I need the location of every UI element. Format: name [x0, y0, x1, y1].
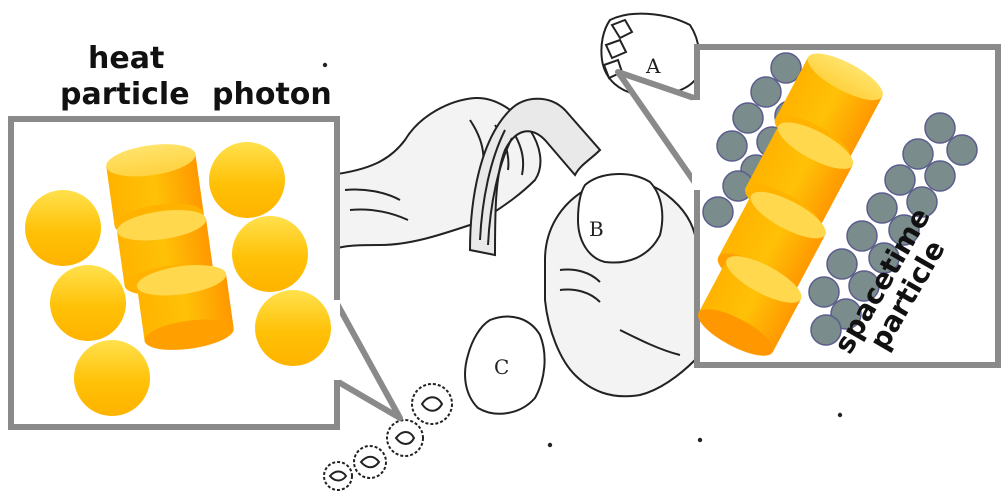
engraving-sketch — [322, 12, 843, 491]
left-callout — [8, 116, 403, 430]
stone-b-letter: B — [589, 217, 604, 241]
heat-particle-label-line2: particle — [60, 77, 190, 112]
heat-ball-1 — [25, 190, 101, 266]
spacetime-cylinders — [698, 53, 883, 356]
right-callout — [615, 44, 1001, 368]
seed-trail-sketch — [323, 383, 453, 491]
stone-c-letter: C — [494, 355, 509, 379]
heat-particle-cylinders — [106, 144, 234, 350]
photon-ball-1 — [209, 142, 285, 218]
heat-ball-3 — [74, 340, 150, 416]
heat-cylinder-3 — [136, 265, 234, 350]
photon-ball-2 — [232, 216, 308, 292]
right-callout-pointer — [615, 69, 703, 193]
heat-particle-label-line1: heat — [88, 41, 165, 76]
stone-b-sketch — [576, 173, 664, 264]
stone-a-letter: A — [645, 54, 661, 78]
stone-c-sketch — [464, 315, 546, 415]
spacetime-spheres-right — [808, 112, 978, 346]
left-callout-pointer — [332, 297, 403, 421]
heat-ball-2 — [50, 265, 126, 341]
photon-label: photon — [212, 77, 332, 112]
photon-ball-3 — [255, 290, 331, 366]
